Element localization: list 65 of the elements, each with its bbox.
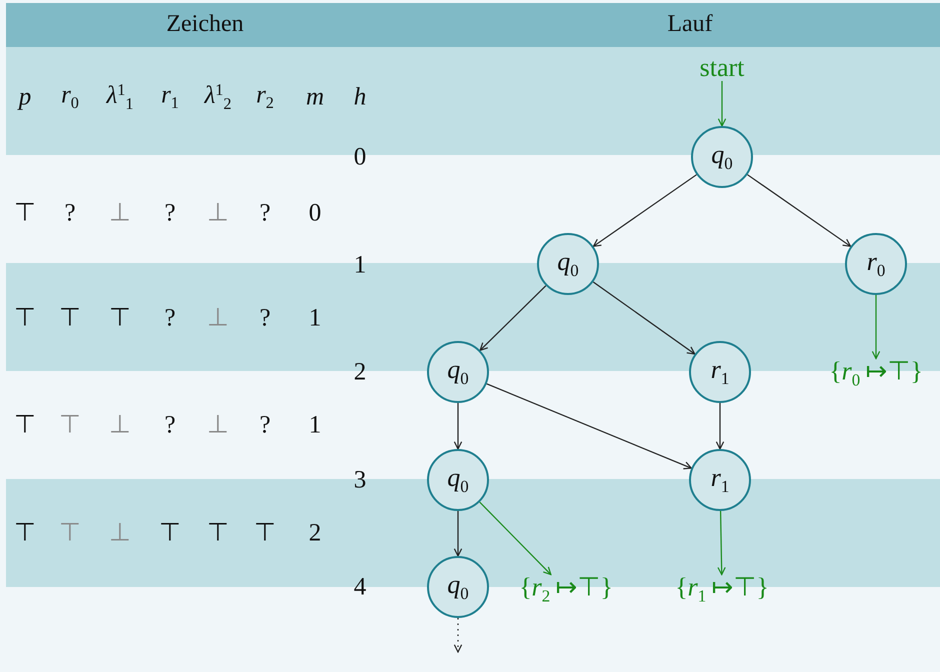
column-header: r$_{0}$ [61, 82, 79, 112]
state-circle: q$_{0}$ [427, 556, 489, 618]
column-header: m [306, 84, 324, 110]
state-circle: q$_{0}$ [427, 341, 489, 403]
table-cell: ? [64, 200, 76, 226]
annotation-label: start [700, 55, 744, 81]
table-cell: ⊤ [207, 520, 229, 546]
table-cell: ? [259, 306, 271, 330]
table-cell: ⊥ [207, 412, 229, 438]
column-header: p [18, 84, 32, 110]
column-header: r$_{2}$ [256, 82, 274, 112]
arrow [872, 295, 880, 360]
table-cell: 0 [308, 200, 322, 226]
arrow [717, 510, 726, 576]
arrow [592, 281, 696, 355]
level-number: 0 [354, 144, 366, 170]
table-cell: ? [164, 306, 176, 330]
arrow [454, 403, 462, 450]
arrow [454, 618, 462, 653]
annotation-label: {r$_{1}$↦⊤} [675, 574, 769, 606]
arrow [479, 502, 552, 576]
table-cell: ⊤ [159, 520, 181, 546]
table-cell: ⊤ [59, 520, 81, 546]
table-cell: ? [259, 200, 271, 226]
arrow [716, 403, 724, 450]
column-header: h [354, 84, 366, 110]
arrow [486, 383, 692, 470]
table-cell: ⊤ [14, 200, 36, 226]
section-heading: Zeichen [166, 12, 244, 36]
table-cell: ⊤ [109, 306, 131, 330]
table-cell: ⊤ [14, 306, 36, 330]
arrow [718, 81, 726, 127]
state-circle: q$_{0}$ [427, 449, 489, 511]
annotation-label: {r$_{2}$↦⊤} [519, 574, 613, 606]
state-circle: q$_{0}$ [537, 233, 599, 295]
arrow [592, 174, 697, 247]
table-cell: ⊤ [59, 412, 81, 438]
level-number: 4 [354, 574, 366, 600]
table-cell: ? [259, 412, 271, 438]
state-circle: r$_{1}$ [689, 449, 751, 511]
state-circle: r$_{1}$ [689, 341, 751, 403]
table-cell: ⊥ [109, 412, 131, 438]
level-number: 2 [354, 360, 366, 384]
table-cell: ⊤ [14, 520, 36, 546]
state-circle: r$_{0}$ [845, 233, 907, 295]
arrow [747, 174, 852, 247]
table-cell: ⊥ [207, 306, 229, 330]
level-number: 1 [354, 252, 366, 278]
table-cell: ⊥ [109, 200, 131, 226]
table-cell: ⊤ [254, 520, 276, 546]
table-cell: ⊥ [109, 520, 131, 546]
level-number: 3 [354, 468, 366, 492]
column-header: r$_{1}$ [161, 82, 179, 112]
table-cell: ⊤ [14, 412, 36, 438]
table-cell: ? [164, 200, 176, 226]
table-cell: 1 [308, 412, 322, 438]
table-cell: ⊥ [207, 200, 229, 226]
table-cell: 2 [308, 520, 322, 546]
arrow [480, 285, 546, 351]
arrow [454, 511, 462, 557]
table-cell: ? [164, 412, 176, 438]
table-cell: ⊤ [59, 306, 81, 330]
annotation-label: {r$_{0}$↦⊤} [829, 358, 923, 390]
section-heading: Lauf [667, 12, 713, 36]
table-cell: 1 [308, 306, 322, 330]
